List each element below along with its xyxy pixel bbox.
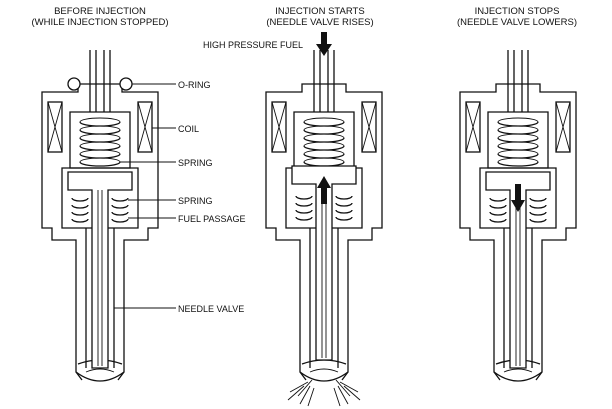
panel-1-title: BEFORE INJECTION (WHILE INJECTION STOPPE… — [10, 6, 190, 28]
injector-panel-1 — [41, 50, 159, 382]
o-ring-right — [119, 77, 133, 91]
panel-3-title-line1: INJECTION STOPS — [474, 6, 560, 17]
injector-panel-3 — [459, 50, 577, 382]
label-spring-upper: SPRING — [178, 158, 213, 168]
label-needle-valve: NEEDLE VALVE — [178, 304, 244, 314]
panel-3-title-line2: (NEEDLE VALVE LOWERS) — [456, 17, 577, 28]
panel-1-title-line2: (WHILE INJECTION STOPPED) — [31, 17, 169, 28]
fuel-inlet-arrow-icon — [316, 32, 332, 56]
label-o-ring: O-RING — [178, 80, 211, 90]
panel-1-title-line1: BEFORE INJECTION — [54, 6, 146, 17]
label-high-pressure-fuel: HIGH PRESSURE FUEL — [203, 40, 303, 50]
panel-2-title: INJECTION STARTS (NEEDLE VALVE RISES) — [230, 6, 410, 28]
needle-lower-arrow-icon — [511, 184, 525, 212]
needle-rise-arrow-icon — [317, 176, 331, 204]
injector-panel-2 — [265, 32, 383, 407]
fuel-spray-icon — [287, 379, 361, 407]
panel-2-title-line2: (NEEDLE VALVE RISES) — [266, 17, 374, 28]
panel-2-title-line1: INJECTION STARTS — [275, 6, 365, 17]
panel-3-title: INJECTION STOPS (NEEDLE VALVE LOWERS) — [422, 6, 612, 28]
callout-leaders — [114, 83, 176, 309]
label-coil: COIL — [178, 124, 199, 134]
o-ring-left — [67, 77, 81, 91]
label-spring-lower: SPRING — [178, 196, 213, 206]
label-fuel-passage: FUEL PASSAGE — [178, 214, 246, 224]
